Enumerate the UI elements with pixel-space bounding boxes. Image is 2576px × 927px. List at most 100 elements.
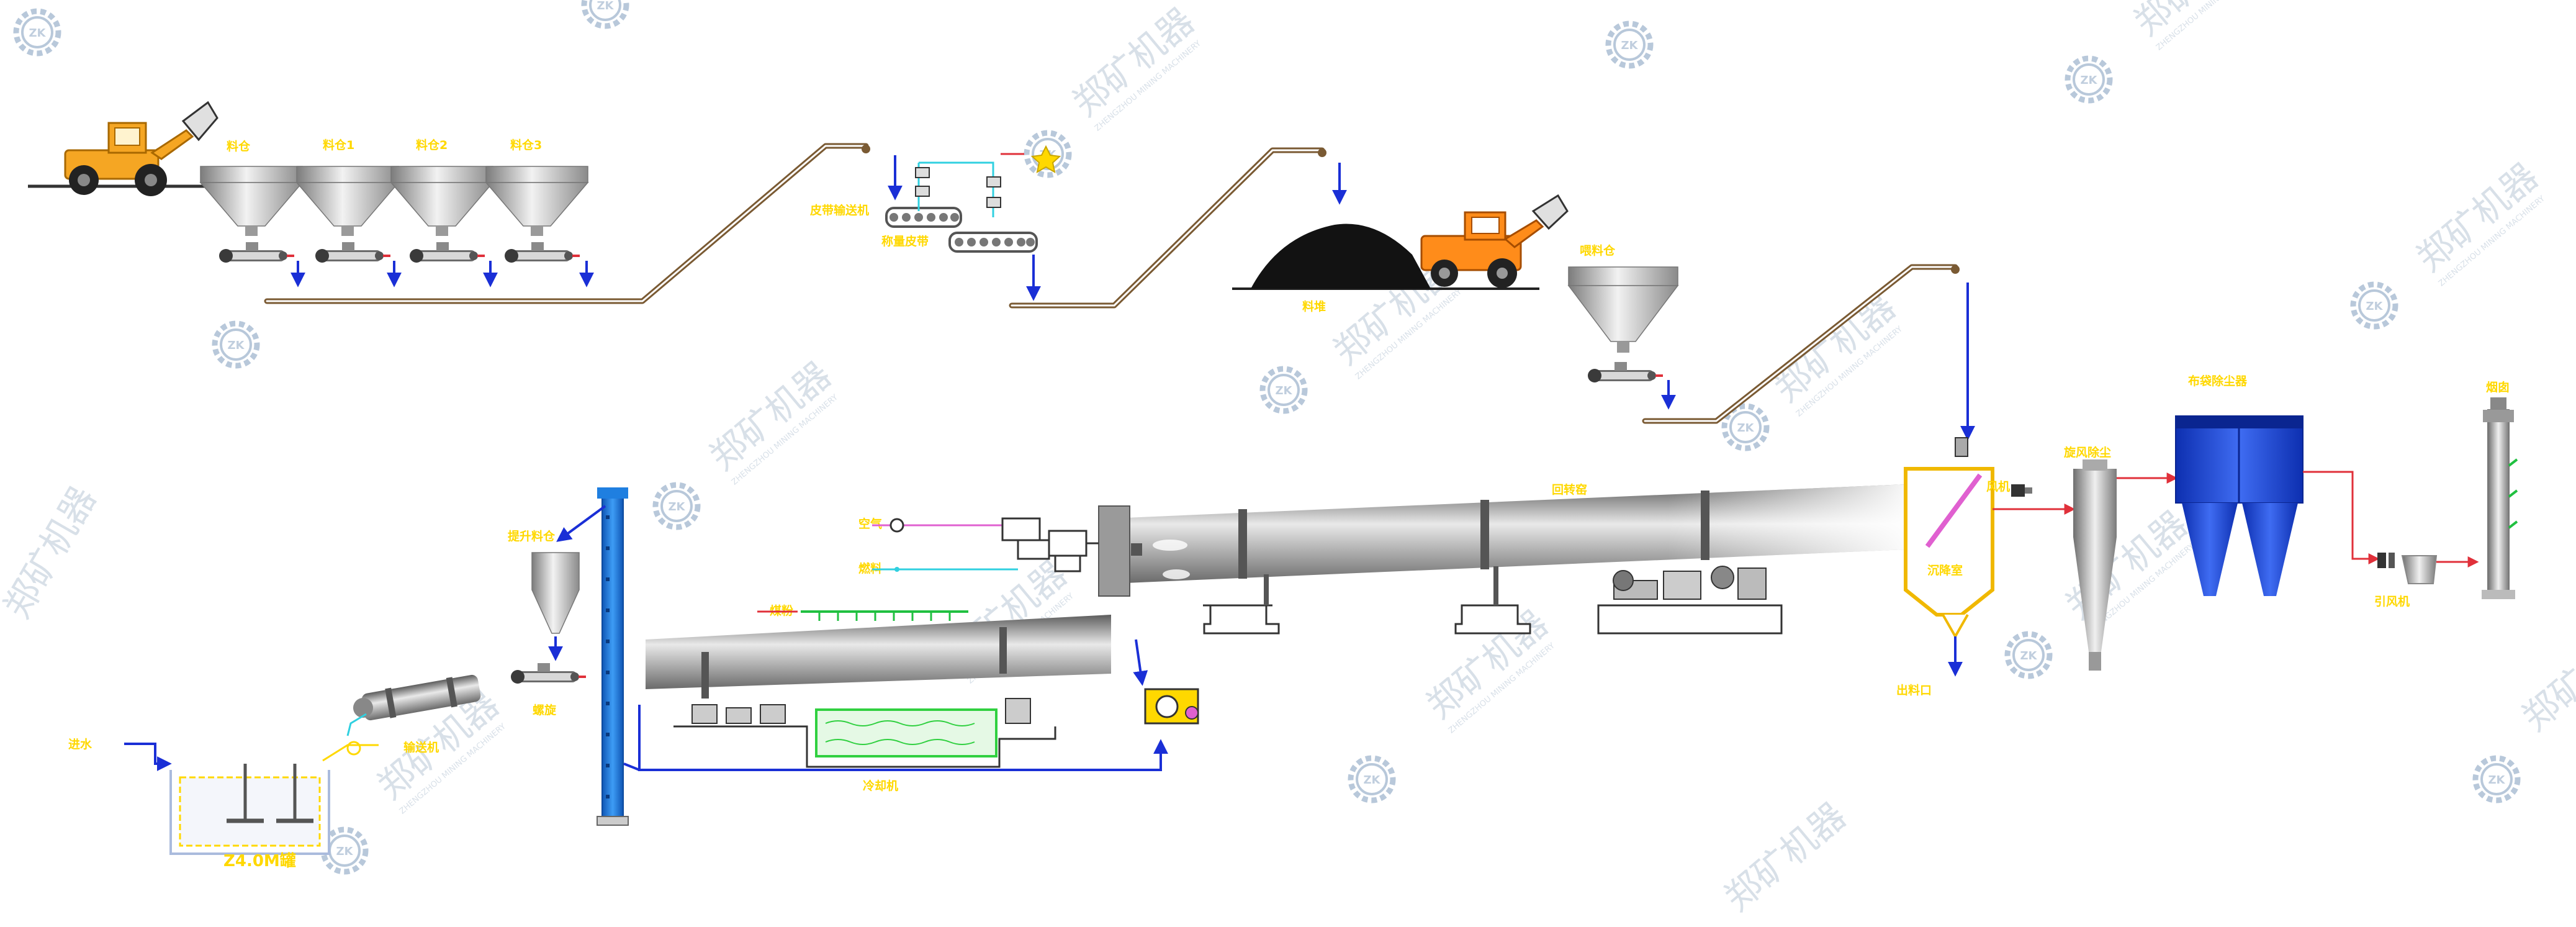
watermark-brand: 郑矿机器 [2514, 614, 2576, 739]
drive-motor-icon [1613, 566, 1767, 600]
belt-pulley [862, 145, 870, 153]
chamber-out-label: 出料口 [1896, 683, 1932, 697]
belt-pulley [1951, 265, 1960, 274]
valve-icon [915, 186, 930, 197]
tank-label: Z4.0M罐 [223, 851, 296, 870]
gas-treatment-section: 沉降室 出料口 风机 旋风除尘 布袋除尘器 [1896, 374, 2518, 697]
crusher-icon [1144, 688, 1199, 725]
fuel-label: 燃料 [858, 561, 882, 576]
hopper-body [200, 166, 303, 237]
kiln-tyre [1701, 491, 1709, 560]
exhaust-fan [2377, 553, 2438, 584]
flow-arrow [124, 743, 172, 771]
cooler-section: 冷却机 煤粉 [638, 604, 1199, 793]
air-label: 空气 [858, 517, 882, 531]
screw-feeder-icon [408, 241, 486, 264]
weigh-belt-2 [948, 232, 1038, 253]
cooler-label: 冷却机 [863, 779, 898, 793]
screw-feeder-icon [1587, 361, 1664, 384]
rotary-kiln-section: 回转窑 空气 燃料 [858, 482, 1906, 635]
valve-icon [986, 197, 1001, 208]
valve-icon [915, 167, 930, 178]
fan-label: 风机 [1986, 480, 2010, 494]
hopper-2-label: 料仓2 [416, 138, 448, 152]
kiln-tyre [1238, 509, 1247, 579]
kiln-tyre [1480, 500, 1489, 569]
belt-1-label: 皮带输送机 [810, 203, 869, 217]
valve-icon [986, 176, 1001, 188]
screw-feeder-icon [218, 241, 295, 264]
elevator-section: 提升料仓 螺旋 输送机 进水 Z4.0M罐 [68, 487, 640, 870]
bag-filter [2175, 415, 2304, 596]
elevator-hopper [531, 552, 580, 634]
gear-logo-icon [2007, 634, 2050, 676]
screw-label: 螺旋 [533, 703, 557, 717]
bag-filter-label: 布袋除尘器 [2188, 374, 2248, 388]
kiln-support [1203, 604, 1280, 635]
chimney [2482, 397, 2518, 599]
hopper-2 [390, 166, 493, 237]
storage-section: 料堆 喂料仓 [1232, 163, 1975, 441]
exhaust-fan-label: 引风机 [2374, 595, 2410, 608]
kiln-support [1454, 604, 1531, 635]
hopper-1-label: 料仓1 [323, 138, 354, 152]
gear-logo-icon [1608, 24, 1651, 66]
gear-logo-icon [1263, 369, 1305, 411]
mixing-tank [169, 741, 379, 855]
coal-pile [1251, 224, 1431, 289]
watermark-brand: 郑矿机器 [1716, 794, 1853, 919]
water-in-label: 进水 [68, 738, 92, 751]
screw-feeder-icon [510, 662, 587, 685]
dust-chamber-label: 沉降室 [1927, 563, 1963, 577]
loader-icon [64, 101, 218, 196]
gear-logo-icon [16, 11, 58, 53]
hopper-body [296, 166, 399, 237]
gear-logo-icon [1351, 758, 1393, 800]
weigh-belt-label: 称量皮带 [881, 234, 929, 248]
gas-line [2303, 471, 2380, 564]
bucket-elevator [601, 490, 624, 820]
gear-logo-icon [215, 323, 257, 366]
truck-icon [1420, 194, 1569, 288]
feed-hopper-label: 喂料仓 [1580, 243, 1616, 258]
dryer-drum [353, 674, 481, 721]
cyclone-separator [2073, 459, 2117, 671]
belt-pulley [1318, 148, 1326, 157]
weigh-belt-1 [885, 207, 962, 228]
cooler-frame [673, 725, 1056, 768]
sensor-star-icon [1030, 145, 1061, 173]
hopper-1 [296, 166, 399, 237]
gear-logo-icon [2475, 758, 2518, 800]
screw-feeder-icon [503, 241, 581, 264]
weigh-belt-section: 称量皮带 [881, 145, 1326, 309]
feed-hopper [1567, 266, 1679, 353]
gear-logo-icon [584, 0, 626, 26]
hopper-3 [485, 166, 588, 237]
kiln-head [1098, 505, 1130, 597]
screw-feeder-icon [314, 241, 392, 264]
hopper-body [485, 166, 588, 237]
conveyor-label: 输送机 [403, 740, 439, 754]
return-line [638, 705, 1168, 771]
flow-arrow [1133, 639, 1148, 686]
water-tank [815, 708, 998, 757]
hopper-3-label: 料仓3 [510, 138, 542, 152]
fan-icon [889, 518, 904, 533]
kiln-support [1597, 604, 1783, 635]
burner-icon [1001, 517, 1099, 572]
cooler-drum [646, 615, 1111, 689]
hopper-0 [200, 166, 303, 237]
fan-icon [2011, 484, 2032, 497]
dust-chamber [1904, 437, 1994, 640]
gear-logo-icon [2068, 58, 2110, 101]
flow-arrow [556, 505, 606, 542]
pile-label: 料堆 [1302, 299, 1326, 314]
gear-logo-icon [2353, 284, 2395, 327]
raw-material-section: 料仓 料仓1 料仓2 料仓3 皮带输送机 [28, 101, 870, 304]
hopper-0-label: 料仓 [227, 139, 251, 153]
gear-logo-icon [655, 485, 698, 527]
chimney-label: 烟囱 [2486, 380, 2510, 394]
rotary-kiln-label: 回转窑 [1552, 482, 1587, 497]
hopper-body [390, 166, 493, 237]
